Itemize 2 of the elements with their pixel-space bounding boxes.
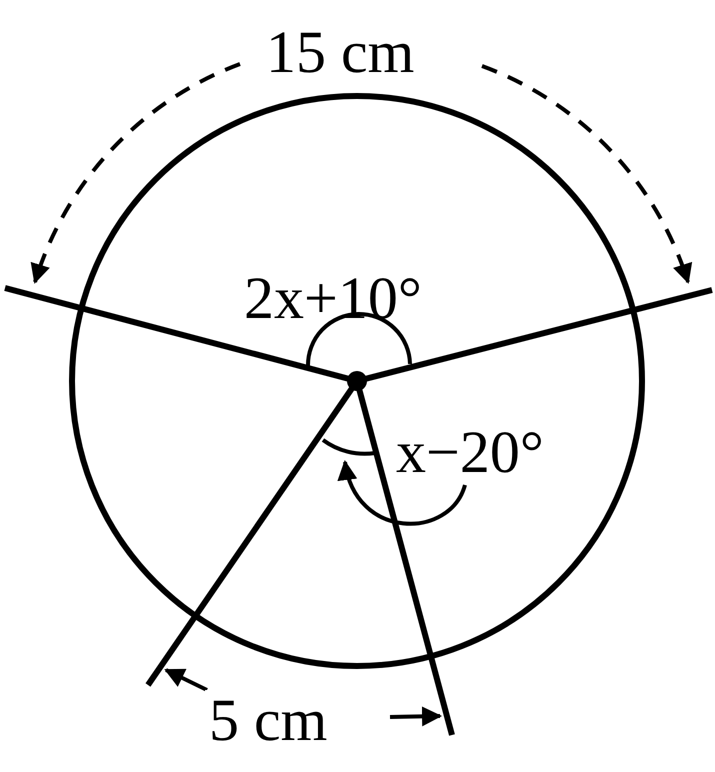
angle-label: x−20°: [395, 422, 545, 482]
angle-label: 2x+10°: [243, 268, 423, 328]
